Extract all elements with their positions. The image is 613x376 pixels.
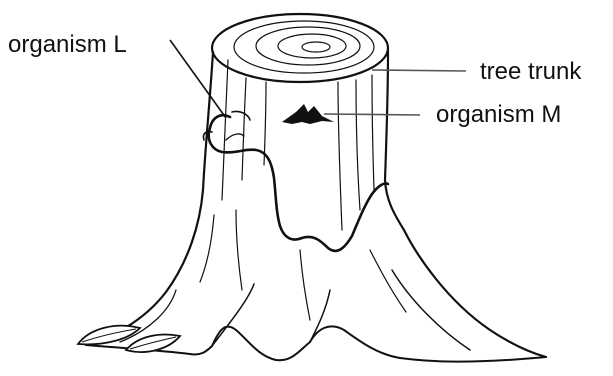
leader-line-organism-m	[324, 114, 420, 115]
label-organism-m: organism M	[436, 103, 561, 127]
label-organism-l: organism L	[8, 33, 127, 57]
growth-ring-core	[302, 42, 330, 52]
label-tree-trunk: tree trunk	[480, 60, 581, 84]
leader-line-organism-l	[170, 40, 226, 118]
trunk-top-surface	[212, 14, 388, 82]
trunk-outline	[86, 50, 546, 357]
leaves	[78, 326, 180, 352]
leaf	[78, 326, 140, 345]
organism-l-vine	[203, 111, 388, 250]
leader-line-tree-trunk	[372, 70, 466, 71]
growth-ring	[278, 34, 346, 58]
trunk-top-rim	[212, 14, 388, 82]
leaf	[126, 335, 180, 353]
growth-ring	[256, 27, 360, 65]
